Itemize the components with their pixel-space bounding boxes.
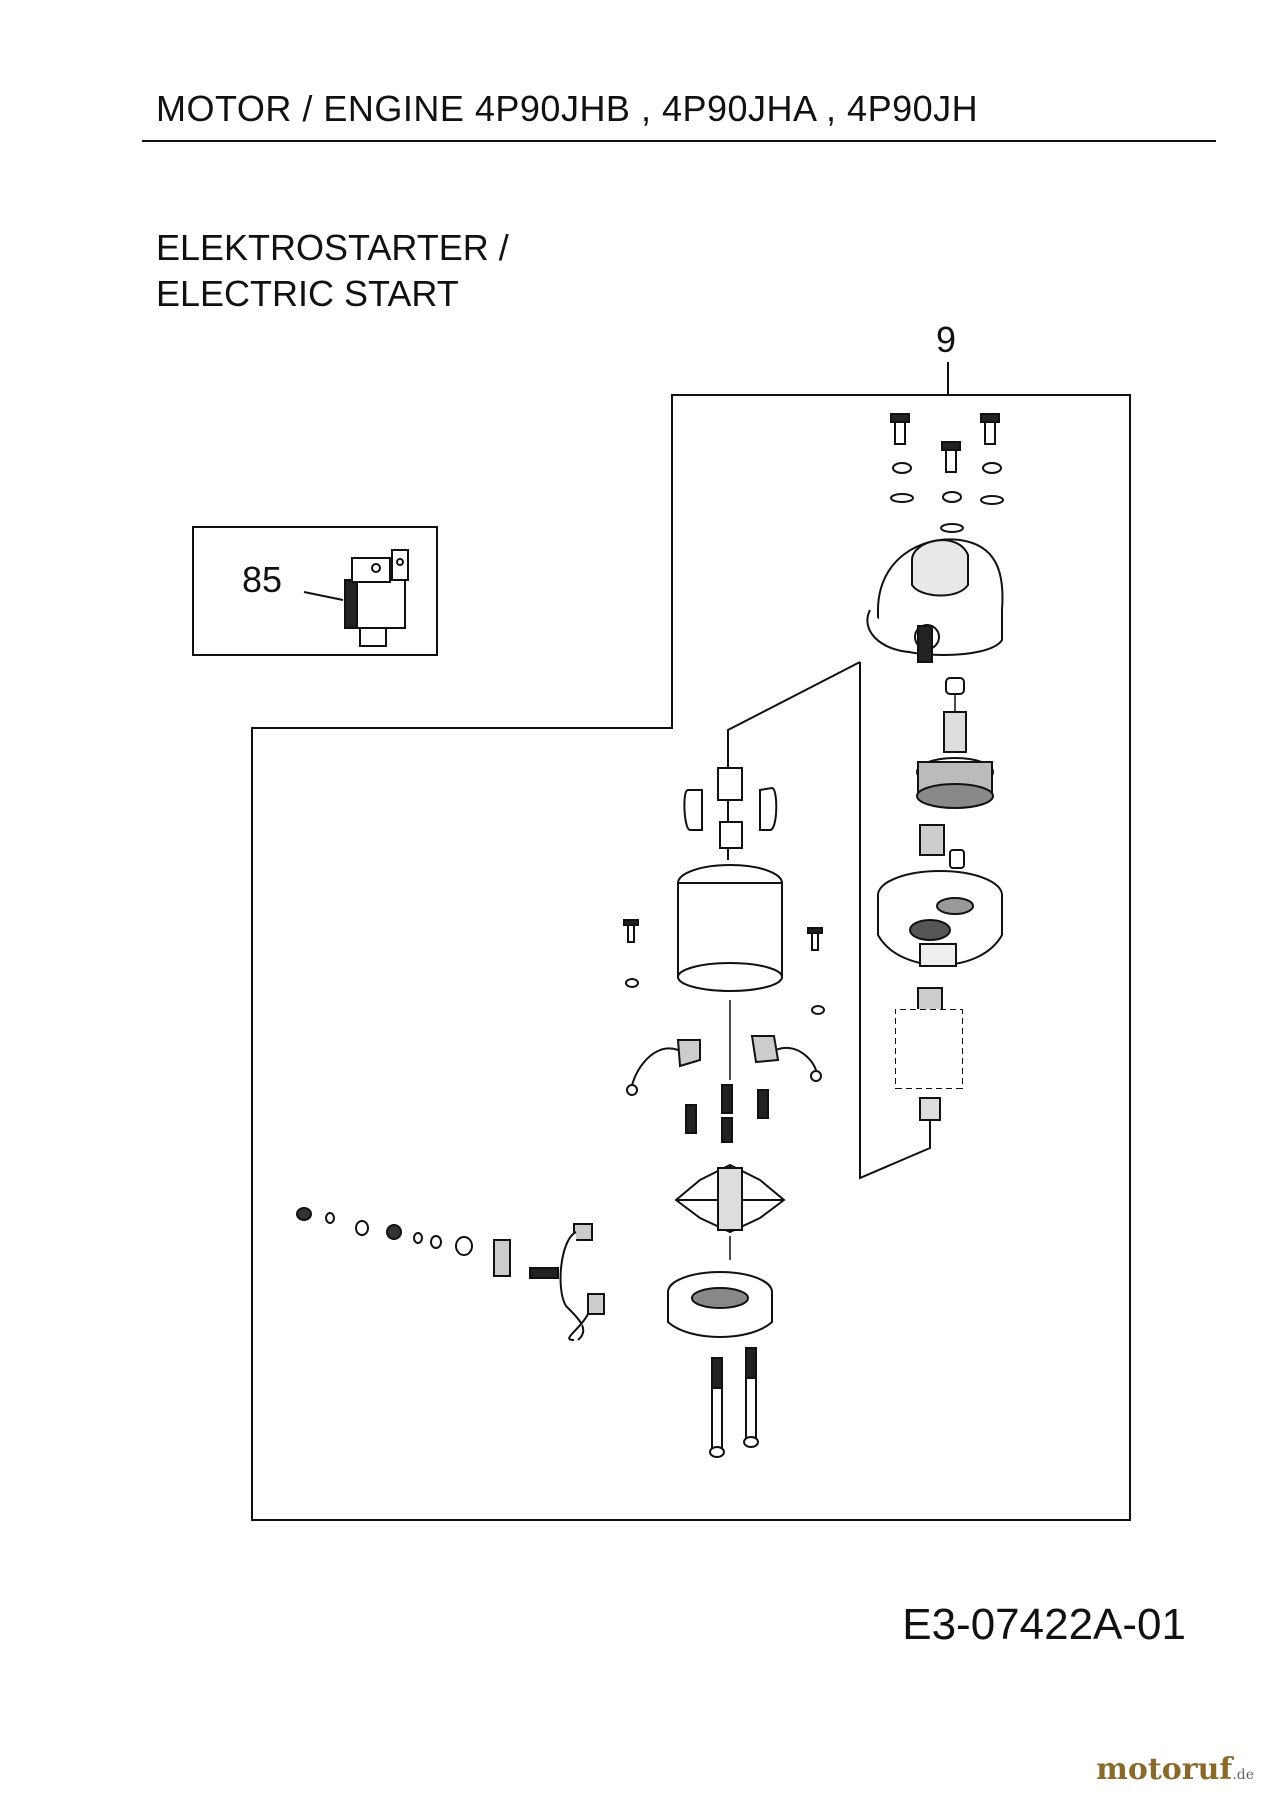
- brand-tld: .de: [1232, 1767, 1254, 1783]
- brush-holder-icon: [674, 1163, 786, 1234]
- brush-spring-icon: [685, 1084, 769, 1143]
- document-number: E3-07422A-01: [902, 1600, 1186, 1649]
- gear-housing-icon: [877, 870, 1003, 967]
- section-title-de: ELEKTROSTARTER /: [156, 227, 509, 268]
- small-screw-icon: [623, 919, 825, 1015]
- through-bolt-icon: [709, 1347, 759, 1458]
- relay-85-box: [192, 526, 438, 656]
- terminal-hardware-icon: [296, 1207, 559, 1279]
- terminal-lead-icon: [559, 1223, 605, 1341]
- callout-85: 85: [242, 559, 282, 600]
- page-title: MOTOR / ENGINE 4P90JHB , 4P90JHA , 4P90J…: [156, 88, 979, 129]
- brand-logo[interactable]: motoruf.de: [1096, 1752, 1254, 1787]
- relay-icon: [344, 549, 409, 647]
- pinion-gear-icon: [916, 677, 994, 869]
- brush-lead-icon: [626, 1035, 822, 1096]
- end-cap-icon: [667, 1271, 773, 1338]
- brand-name: motoruf: [1096, 1752, 1233, 1787]
- solenoid-housing-icon: [866, 538, 1004, 663]
- screw-icon: [890, 413, 1000, 473]
- motor-can-icon: [677, 864, 783, 992]
- callout-9: 9: [936, 319, 956, 360]
- assembly-9-outline: [251, 394, 1131, 1521]
- section-title-en: ELECTRIC START: [156, 273, 459, 314]
- callout-85-leader: [303, 591, 344, 601]
- section-title: ELEKTROSTARTER / ELECTRIC START: [156, 225, 509, 317]
- group-bracket-left: [727, 661, 861, 860]
- washer-icon: [890, 462, 1004, 533]
- magnet-shoes-icon: [683, 767, 778, 849]
- title-divider: [142, 140, 1216, 142]
- group-bracket-right: [859, 662, 931, 1180]
- armature-icon: [895, 919, 963, 1121]
